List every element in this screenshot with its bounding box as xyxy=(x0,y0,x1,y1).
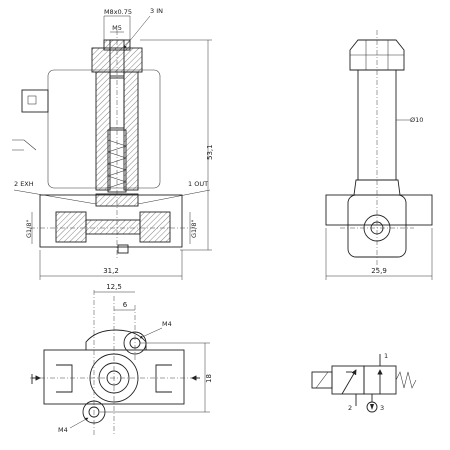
valve-box-left xyxy=(331,365,365,395)
out-port-thread xyxy=(139,211,171,243)
spring xyxy=(107,139,127,189)
leader-3-in xyxy=(123,15,151,49)
flow-arrow-left xyxy=(341,369,357,395)
leader-1-out xyxy=(137,189,211,205)
side-nut xyxy=(349,39,405,71)
side-flange xyxy=(325,194,433,226)
dim-12-5: 12,5 xyxy=(106,283,122,291)
dim-53-1: 53,1 xyxy=(206,144,214,160)
leader-m4-bottom xyxy=(69,417,89,429)
callout-3-in: 3 IN xyxy=(150,7,163,15)
return-spring xyxy=(395,371,417,389)
tube-wall-left xyxy=(95,71,111,191)
symbol-port-2: 2 xyxy=(348,404,352,412)
dim-g18-right: G1/8" xyxy=(190,220,198,239)
symbol-port-1: 1 xyxy=(384,352,388,360)
leader-m4-top xyxy=(139,327,163,339)
callout-2-exh: 2 EXH xyxy=(14,180,34,188)
dim-d10: Ø10 xyxy=(410,116,423,124)
dim-6: 6 xyxy=(123,301,128,309)
symbol-port-3: 3 xyxy=(380,404,384,412)
exh-port-thread xyxy=(55,211,87,243)
front-section-view: M8x0.75 M5 3 IN 2 EXH 1 OUT G1/8" G1/8" … xyxy=(12,7,214,280)
supply-port-circle xyxy=(366,401,378,413)
supply-triangle xyxy=(370,404,374,410)
dim-m5: M5 xyxy=(112,24,122,32)
plan-port-left xyxy=(56,364,73,393)
body-core xyxy=(85,219,141,235)
connector-pin xyxy=(27,95,37,105)
leader-2-exh xyxy=(13,189,97,205)
plan-port-right xyxy=(155,364,172,393)
plan-view: 12,5 6 M4 M4 18 xyxy=(30,283,213,436)
connector-tab xyxy=(21,89,49,113)
plan-boss xyxy=(85,329,147,350)
valve-symbol: 1 2 3 xyxy=(311,352,417,413)
dim-31-2: 31,2 xyxy=(103,267,119,275)
callout-m4-bottom: M4 xyxy=(58,426,68,434)
callout-1-out: 1 OUT xyxy=(188,180,208,188)
side-view: Ø10 25,9 xyxy=(325,30,433,280)
dim-25-9: 25,9 xyxy=(371,267,387,275)
dim-m8x075: M8x0.75 xyxy=(104,8,132,16)
body-foot xyxy=(117,244,129,254)
connector-lead xyxy=(12,139,37,151)
dim-g18-left: G1/8" xyxy=(25,220,33,239)
dim-18: 18 xyxy=(205,374,213,383)
tube-wall-right xyxy=(123,71,139,191)
callout-m4-top: M4 xyxy=(162,320,172,328)
